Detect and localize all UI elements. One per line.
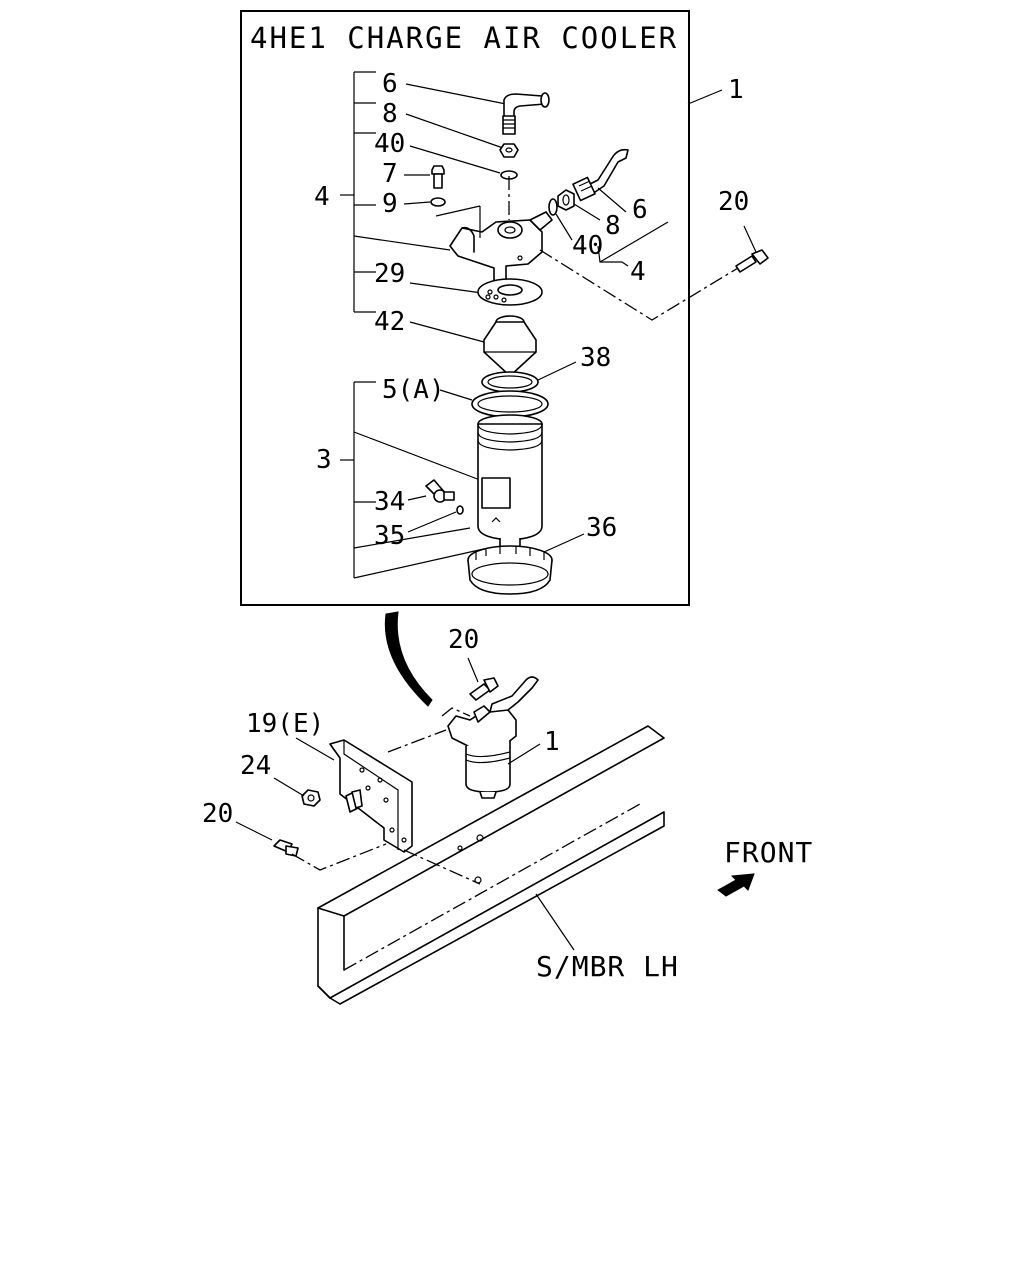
nut-8b xyxy=(557,189,575,211)
filter-assembly-1 xyxy=(447,676,539,799)
label-part-5a: 5(A) xyxy=(382,375,445,405)
label-part-36: 36 xyxy=(586,513,617,543)
label-part-1b: 1 xyxy=(544,727,560,757)
inset-callout-arrow xyxy=(384,611,433,707)
label-part-4b: 4 xyxy=(630,257,646,287)
bracket-19e xyxy=(329,739,413,853)
label-part-4: 4 xyxy=(314,182,330,212)
label-part-34: 34 xyxy=(374,487,405,517)
label-part-19e: 19(E) xyxy=(246,709,324,739)
front-label: FRONT xyxy=(724,836,813,869)
bolt-7 xyxy=(431,165,445,189)
front-arrow-icon xyxy=(717,873,755,897)
label-part-40b: 40 xyxy=(572,231,603,261)
label-part-8b: 8 xyxy=(605,211,621,241)
bracket-group-3 xyxy=(340,381,489,579)
member-label: S/MBR LH xyxy=(536,950,679,983)
bracket-group-4 xyxy=(340,71,451,313)
label-part-24: 24 xyxy=(240,751,271,781)
washer-40b xyxy=(548,198,558,216)
o-ring-38 xyxy=(481,371,539,393)
label-part-8: 8 xyxy=(382,99,398,129)
o-ring-9 xyxy=(430,197,446,207)
elbow-fitting-6 xyxy=(502,92,550,135)
label-part-7: 7 xyxy=(382,159,398,189)
bolt-20-assembly xyxy=(469,677,499,701)
filter-element-3 xyxy=(477,414,543,549)
label-part-40: 40 xyxy=(374,129,405,159)
o-ring-35 xyxy=(456,505,464,515)
label-part-6b: 6 xyxy=(632,195,648,225)
nut-8 xyxy=(499,143,519,158)
filter-head-body xyxy=(449,211,553,283)
inset-frame xyxy=(240,10,690,606)
side-member-lh xyxy=(317,725,665,1005)
ring-5a xyxy=(471,390,549,418)
bolt-20-upper xyxy=(735,249,769,273)
label-part-29: 29 xyxy=(374,259,405,289)
cone-42 xyxy=(483,315,537,377)
label-part-38: 38 xyxy=(580,343,611,373)
nut-24 xyxy=(301,789,321,807)
label-part-35: 35 xyxy=(374,521,405,551)
label-part-9: 9 xyxy=(382,189,398,219)
drain-plug-34 xyxy=(425,479,455,503)
bolt-20-lower xyxy=(273,839,299,857)
inset-title: 4HE1 CHARGE AIR COOLER xyxy=(250,21,678,55)
label-part-20c: 20 xyxy=(202,799,233,829)
label-part-3: 3 xyxy=(316,445,332,475)
plate-29 xyxy=(477,278,543,306)
label-part-6: 6 xyxy=(382,69,398,99)
label-part-42: 42 xyxy=(374,307,405,337)
label-part-1: 1 xyxy=(728,75,744,105)
label-part-20: 20 xyxy=(718,187,749,217)
part-1-leader xyxy=(687,89,723,105)
elbow-fitting-6b xyxy=(572,148,629,202)
label-part-20b: 20 xyxy=(448,625,479,655)
ring-nut-36 xyxy=(467,545,553,595)
